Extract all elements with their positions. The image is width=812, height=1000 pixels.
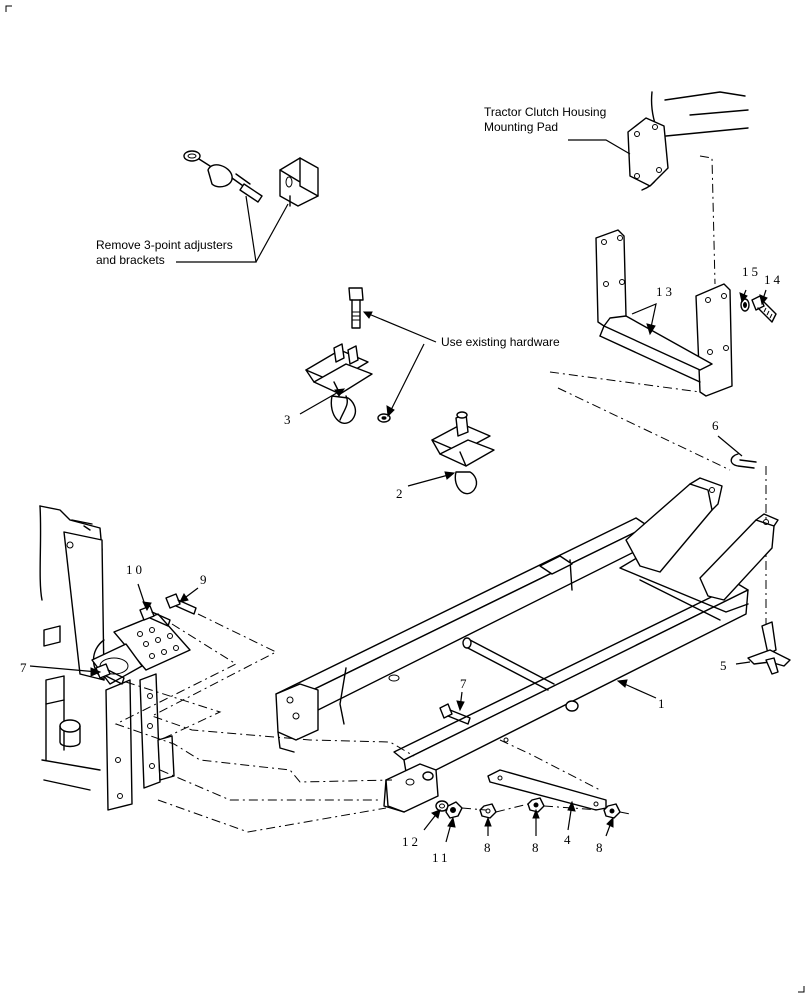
- centerline-bolt-9: [150, 613, 415, 757]
- bolt-7-left: [95, 663, 125, 685]
- leader-clutch-housing: [568, 139, 631, 155]
- leader-remove-adjuster: [176, 195, 257, 263]
- leader-existing-washer: [389, 343, 425, 413]
- callout-10: 10: [126, 562, 145, 577]
- centerline-nut-row: [461, 803, 601, 813]
- 3-point-adjuster: [183, 150, 263, 203]
- nut-11: [445, 801, 463, 819]
- nut-8-b: [527, 797, 545, 813]
- centerline-bolt-7-left: [125, 681, 222, 741]
- callout-arrowheads: [90, 292, 768, 828]
- bolt-10: [139, 605, 171, 627]
- arrowhead: [362, 311, 373, 319]
- callout-5: 5: [720, 658, 730, 673]
- lock-washer-existing: [377, 413, 391, 423]
- callout-7-left: 7: [20, 660, 30, 675]
- bolt-7-middle: [439, 703, 471, 725]
- pin-5: [747, 621, 791, 675]
- clutch-housing-mounting-pad: [627, 91, 749, 191]
- centerline-bolt-10: [114, 623, 393, 783]
- note-clutch-housing-line2: Mounting Pad: [484, 120, 558, 134]
- callout-8-a: 8: [484, 840, 494, 855]
- callout-1: 1: [658, 696, 668, 711]
- callout-8-c: 8: [596, 840, 606, 855]
- hitch-hook-3: [305, 343, 373, 424]
- callout-15: 15: [742, 264, 761, 279]
- strap-4: [487, 769, 607, 811]
- hitch-pin-6: [730, 453, 757, 469]
- note-existing-hardware: Use existing hardware: [441, 335, 560, 349]
- callout-14: 14: [764, 272, 783, 287]
- leader-remove-bracket: [255, 203, 289, 263]
- bolt-9: [165, 593, 197, 615]
- note-remove-adjusters-line1: Remove 3-point adjusters: [96, 238, 233, 252]
- callout-2: 2: [396, 486, 406, 501]
- callout-3: 3: [284, 412, 294, 427]
- mounting-bracket-13: [595, 229, 733, 397]
- centerline-pad-to-bracket: [699, 155, 716, 285]
- tractor-side-frame: [39, 505, 175, 811]
- crop-mark-top-left: [5, 5, 12, 12]
- 3-point-bracket: [279, 157, 319, 207]
- bolt-existing: [348, 287, 364, 329]
- centerline-strap: [499, 739, 631, 815]
- leader-existing-bolt: [363, 311, 437, 343]
- note-clutch-housing-line1: Tractor Clutch Housing: [484, 105, 606, 119]
- arrowhead: [386, 405, 395, 418]
- callout-7-middle: 7: [460, 676, 470, 691]
- callout-11: 11: [432, 850, 451, 865]
- centerline-bracket-to-frame: [549, 371, 731, 471]
- nut-8-c: [603, 803, 621, 819]
- centerline-lower-plate-b: [157, 799, 387, 833]
- main-frame-1: [275, 477, 779, 813]
- crop-mark-bottom-right: [798, 986, 805, 993]
- callout-12: 12: [402, 834, 421, 849]
- hitch-hook-2: [431, 411, 495, 495]
- callout-8-b: 8: [532, 840, 542, 855]
- callout-13: 13: [656, 284, 675, 299]
- callout-9: 9: [200, 572, 210, 587]
- callout-4: 4: [564, 832, 574, 847]
- nut-8-a: [479, 803, 497, 819]
- centerline-lower-plate: [159, 769, 380, 801]
- note-remove-adjusters-line2: and brackets: [96, 253, 165, 267]
- callout-6: 6: [712, 418, 722, 433]
